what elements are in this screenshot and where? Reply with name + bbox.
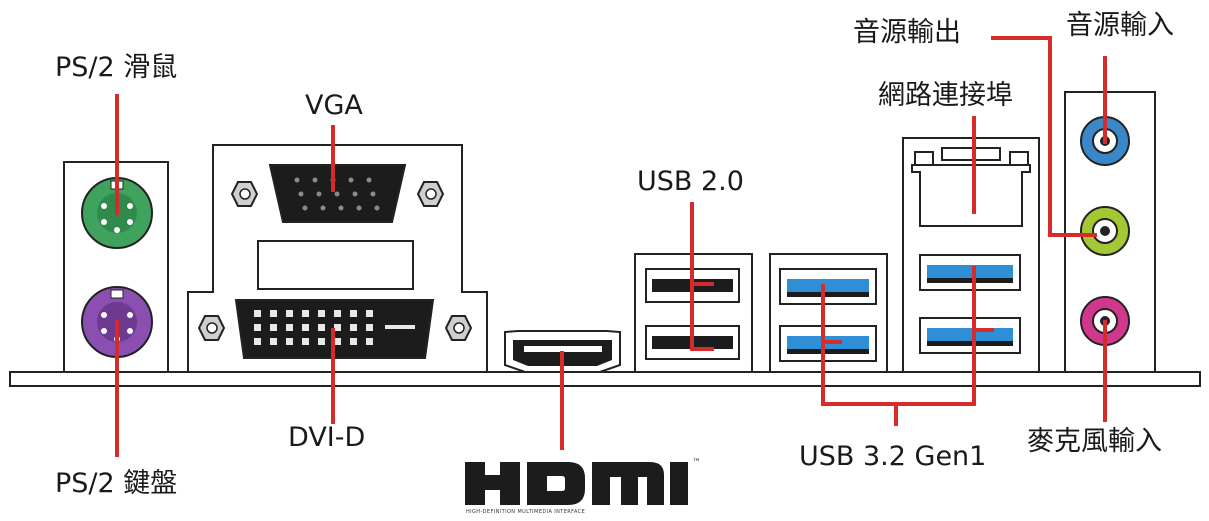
label-ps2-keyboard: PS/2 鍵盤 — [55, 468, 178, 499]
video-port-block — [187, 144, 488, 373]
leader-usb32 — [821, 266, 994, 426]
label-usb32: USB 3.2 Gen1 — [799, 441, 987, 472]
lan-port — [911, 147, 1031, 227]
hdmi-logo-tm: ™ — [692, 458, 702, 468]
io-panel-baseline — [9, 371, 1201, 387]
vga-port — [230, 164, 445, 223]
leader-usb20 — [690, 202, 714, 351]
label-line-out: 音源輸出 — [853, 17, 961, 48]
leader-line-out — [991, 36, 1097, 237]
label-lan: 網路連接埠 — [878, 80, 1013, 111]
leader-lines — [115, 36, 1107, 457]
audio-line-out-jack — [1080, 206, 1130, 256]
label-ps2-mouse: PS/2 滑鼠 — [55, 52, 178, 83]
label-vga: VGA — [305, 90, 363, 121]
dvi-blank-cutout — [257, 240, 414, 290]
label-mic-in: 麥克風輸入 — [1027, 426, 1162, 457]
hdmi-logo-tagline: HIGH-DEFINITION MULTIMEDIA INTERFACE — [466, 509, 586, 515]
label-line-in: 音源輸入 — [1066, 10, 1174, 41]
label-usb20: USB 2.0 — [637, 166, 744, 197]
lan-usb32-port-block — [902, 137, 1040, 373]
audio-port-block — [1064, 91, 1156, 373]
label-dvi-d: DVI-D — [288, 422, 366, 453]
hdmi-logo — [465, 462, 688, 505]
usb32-port-block-left — [769, 253, 888, 373]
